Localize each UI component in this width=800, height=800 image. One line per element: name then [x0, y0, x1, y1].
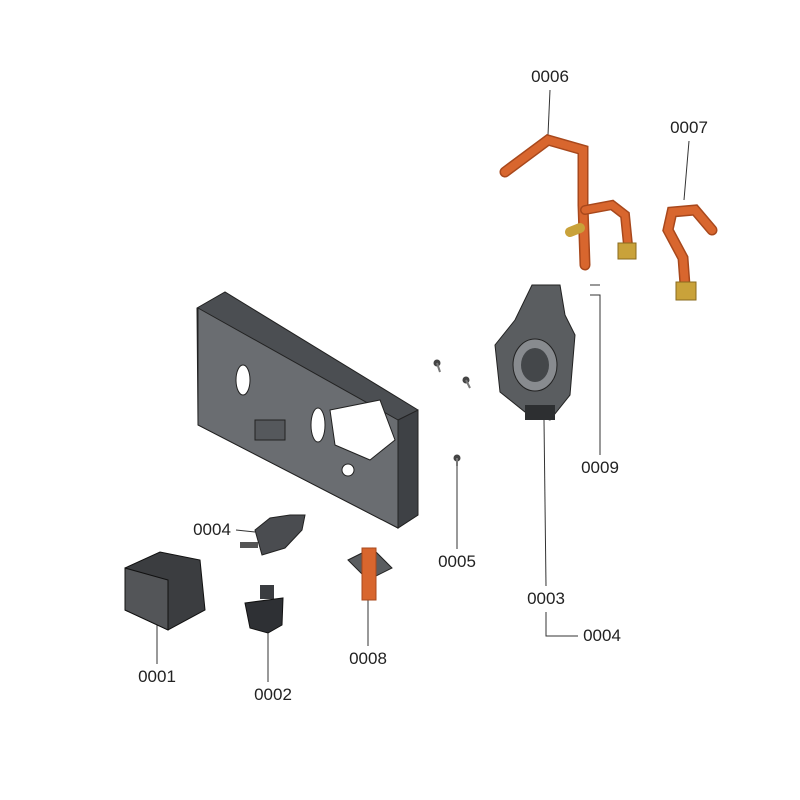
pump-motor-0001 [124, 551, 206, 631]
connector-0004 [240, 514, 306, 556]
valve-body-0003 [494, 284, 576, 421]
label-0007: 0007 [670, 118, 708, 137]
leader-0007 [683, 140, 690, 201]
mounting-frame [196, 291, 419, 529]
label-0008: 0008 [349, 649, 387, 668]
label-0002: 0002 [254, 685, 292, 704]
sensor-0002 [244, 585, 284, 634]
label-0004-left: 0004 [193, 520, 231, 539]
leader-0003 [543, 419, 547, 587]
label-0004-right: 0004 [583, 626, 621, 645]
copper-pipe-0006 [499, 133, 637, 271]
leader-lines [156, 89, 690, 682]
screws-0005 [433, 359, 471, 466]
bypass-0008 [347, 547, 393, 601]
leader-0006 [547, 89, 551, 136]
leader-0004-left [235, 529, 256, 533]
label-0006: 0006 [531, 67, 569, 86]
leader-0009 [590, 284, 601, 455]
leader-0004-right [545, 612, 578, 637]
label-0001: 0001 [138, 667, 176, 686]
copper-pipe-0007 [662, 204, 718, 301]
label-0005: 0005 [438, 552, 476, 571]
label-0009: 0009 [581, 458, 619, 477]
label-0003: 0003 [527, 589, 565, 608]
